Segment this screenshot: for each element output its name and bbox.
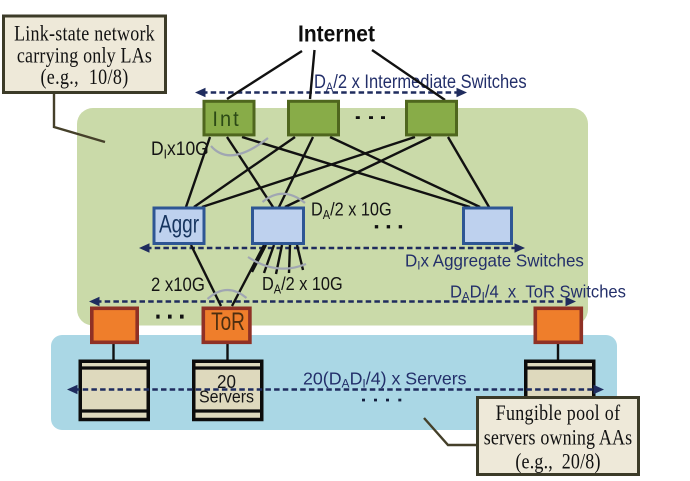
svg-text:Fungible pool of: Fungible pool of	[496, 401, 621, 425]
svg-text:2 x10G: 2 x10G	[151, 273, 205, 296]
svg-text:DA/2 x 10G: DA/2 x 10G	[311, 198, 392, 222]
svg-text:Int: Int	[212, 107, 240, 131]
svg-text:Link-state network: Link-state network	[14, 22, 155, 46]
svg-text:Aggr: Aggr	[159, 210, 199, 238]
svg-text:(e.g., 10/8): (e.g., 10/8)	[40, 65, 128, 89]
svg-text:20: 20	[217, 371, 236, 392]
svg-text:DIx10G: DIx10G	[151, 137, 209, 161]
svg-text:carrying only LAs: carrying only LAs	[17, 44, 152, 68]
svg-text:(e.g., 20/8): (e.g., 20/8)	[515, 450, 600, 474]
svg-text:20(DADI/4) x Servers: 20(DADI/4) x Servers	[303, 369, 467, 391]
svg-text:Internet: Internet	[298, 21, 376, 47]
svg-text:Servers: Servers	[199, 387, 254, 407]
svg-text:servers owning AAs: servers owning AAs	[484, 426, 633, 450]
svg-text:DA/2 x 10G: DA/2 x 10G	[262, 273, 343, 297]
svg-text:DIx Aggregate Switches: DIx Aggregate Switches	[405, 250, 584, 273]
svg-text:ToR: ToR	[211, 308, 245, 336]
svg-text:DADI/4 x ToR Switches: DADI/4 x ToR Switches	[450, 282, 626, 304]
